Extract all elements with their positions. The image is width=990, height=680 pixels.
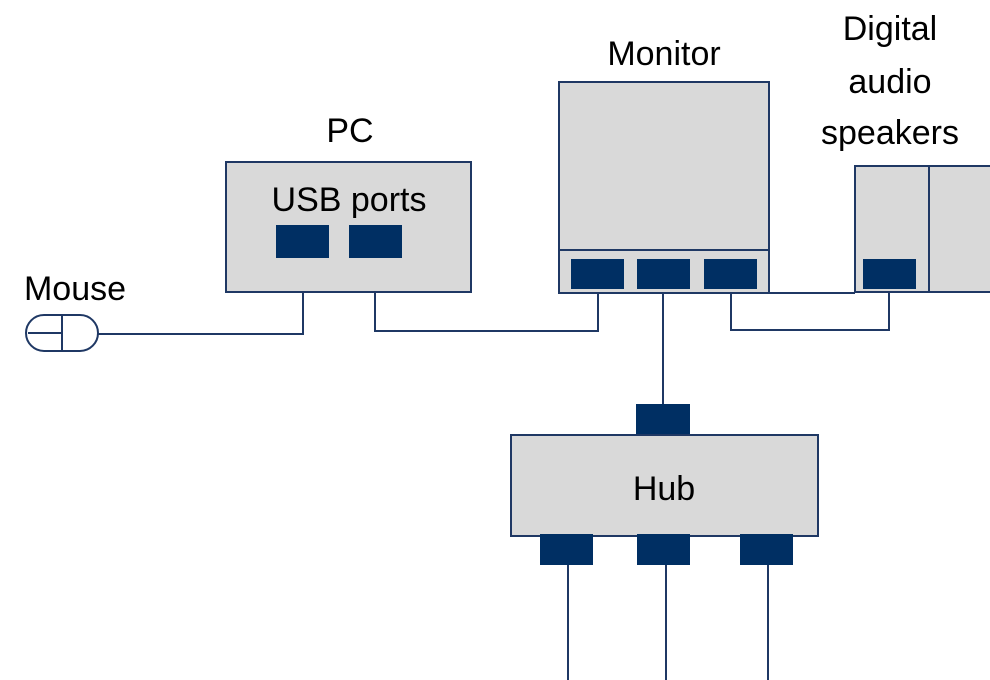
hub-device: Hub — [510, 404, 819, 565]
monitor-usb-port-3 — [704, 259, 757, 289]
mouse-icon — [25, 314, 99, 352]
pc-label: PC — [326, 112, 373, 150]
hub-upstream-port — [636, 404, 690, 436]
monitor-device: Monitor — [558, 35, 770, 294]
usb-ports-label: USB ports — [272, 181, 427, 219]
cable-monitor-to-speakers — [730, 289, 890, 331]
hub-downstream-port-3 — [740, 534, 793, 565]
pc-device: PC USB ports — [225, 112, 472, 293]
monitor-box — [558, 81, 770, 294]
mouse-device: Mouse — [24, 270, 126, 352]
speakers-usb-port — [863, 259, 916, 289]
monitor-usb-port-2 — [637, 259, 690, 289]
pc-usb-port-2 — [349, 225, 402, 258]
speakers-label-line1: Digital — [843, 10, 937, 48]
monitor-usb-port-1 — [571, 259, 624, 289]
speakers-label-line2: audio — [848, 63, 931, 101]
pc-usb-port-1 — [276, 225, 329, 258]
speakers-label-line3: speakers — [821, 114, 959, 152]
pc-box — [225, 161, 472, 293]
mouse-label: Mouse — [24, 270, 126, 308]
hub-downstream-port-1 — [540, 534, 593, 565]
speakers-device: Digital audio speakers — [821, 10, 990, 293]
cable-pc-to-monitor — [374, 258, 599, 332]
hub-downstream-port-2 — [637, 534, 690, 565]
monitor-label: Monitor — [607, 35, 720, 73]
hub-label: Hub — [633, 470, 695, 508]
